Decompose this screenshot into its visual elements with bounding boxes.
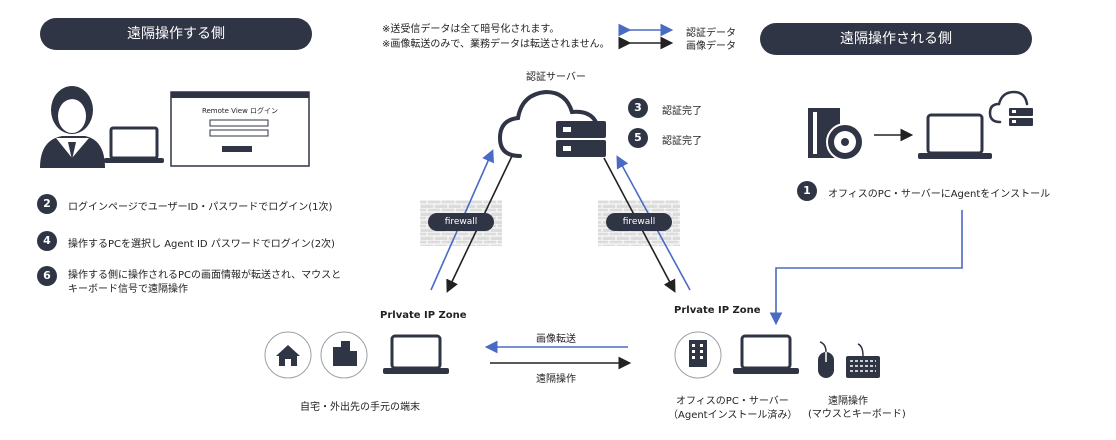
cloud-icon	[497, 89, 600, 158]
right-side-pill: 遠隔操作される側	[760, 23, 1032, 55]
step-2-text: ログインページでユーザーID・パスワードでログイン(1次)	[68, 202, 333, 213]
step-6-text-line2: キーボード信号で遠隔操作	[68, 284, 188, 295]
server-icon	[556, 121, 606, 157]
firewall-right-label: firewall	[606, 213, 672, 231]
left-device-caption: 自宅・外出先の手元の端末	[300, 402, 420, 413]
office-building-icon	[674, 331, 722, 379]
step-5-text: 認証完了	[662, 136, 702, 147]
laptop-icon-bottom-right	[733, 334, 799, 374]
legend-auth-label: 認証データ	[686, 28, 736, 39]
step-1-text: オフィスのPC・サーバーにAgentをインストール	[828, 189, 1051, 200]
keyboard-icon	[846, 343, 880, 378]
step-1-badge: 1	[797, 181, 817, 201]
step-3-badge: 3	[628, 98, 648, 118]
house-icon	[264, 331, 312, 379]
remote-caption-line1: 遠隔操作	[828, 396, 868, 407]
mouse-icon	[818, 341, 834, 378]
office-caption-line1: オフィスのPC・サーバー	[676, 396, 789, 407]
image-transfer-label: 画像転送	[536, 334, 576, 345]
step-4-badge: 4	[37, 231, 57, 251]
laptop-icon	[104, 126, 164, 163]
step-6-badge: 6	[37, 266, 57, 286]
laptop-icon-right	[918, 113, 992, 159]
step-6-text-line1: 操作する側に操作されるPCの画面情報が転送され、マウスと	[68, 270, 342, 281]
remote-operation-label: 遠隔操作	[536, 374, 576, 385]
left-side-pill: 遠隔操作する側	[40, 18, 312, 50]
agent-install-path-arrow	[769, 210, 963, 326]
office-caption-line2: （Agentインストール済み）	[668, 410, 798, 421]
laptop-icon-bottom-left	[383, 334, 449, 374]
legend-image-label: 画像データ	[686, 41, 736, 52]
step-4-text: 操作するPCを選択し Agent ID パスワードでログイン(2次)	[68, 239, 335, 250]
auth-server-label: 認証サーバー	[526, 72, 586, 83]
note-encryption: ※送受信データは全て暗号化されます。	[382, 24, 560, 35]
login-window-title: Remote View ログイン	[201, 107, 279, 115]
step-2-badge: 2	[37, 194, 57, 214]
zone-left-label: Prlvate IP Zone	[380, 310, 467, 321]
step-5-badge: 5	[628, 128, 648, 148]
login-window	[170, 91, 310, 167]
zone-right-label: Prlvate IP Zone	[674, 305, 761, 316]
building-icon	[320, 331, 368, 379]
cloud-server-icon	[988, 90, 1033, 126]
step-3-text: 認証完了	[662, 106, 702, 117]
remote-caption-line2: (マウスとキーボード)	[808, 409, 906, 420]
firewall-left-label: firewall	[428, 213, 494, 231]
person-icon	[40, 86, 105, 168]
note-image-only: ※画像転送のみで、業務データは転送されません。	[382, 39, 610, 50]
disc-icon	[826, 123, 864, 161]
